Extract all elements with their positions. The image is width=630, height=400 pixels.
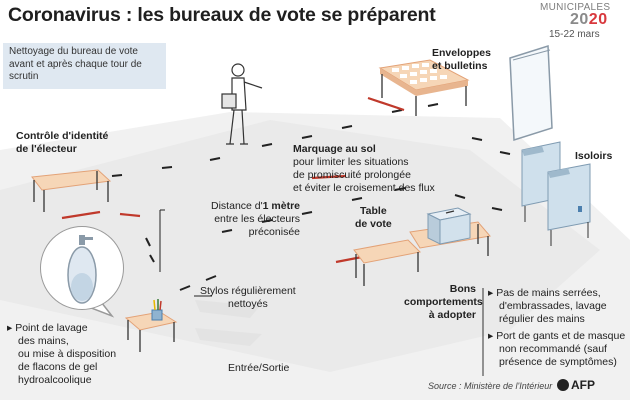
booths-label: Isoloirs — [575, 150, 613, 162]
behaviour-item: ▸ Port de gants et de masque non recomma… — [488, 330, 628, 369]
behaviour-item: ▸ Pas de mains serrées, d'embrassades, l… — [488, 287, 628, 326]
pens-label: Stylos régulièrement nettoyés — [200, 285, 296, 311]
election-dates: 15-22 mars — [549, 29, 600, 40]
hand-gel-bottle-icon — [67, 235, 97, 304]
hand-wash-line-5: hydroalcoolique — [18, 374, 92, 386]
agency-logo: AFP — [557, 378, 595, 392]
envelope-table — [378, 59, 470, 116]
identity-table — [31, 169, 112, 212]
ballot-box — [426, 207, 472, 245]
hand-wash-line-1-text: Point de lavage — [15, 322, 88, 334]
behaviour-item-1-line-3: régulier des mains — [499, 313, 585, 325]
envelopes-line-2: et bulletins — [432, 60, 488, 72]
badge-year-a: 20 — [570, 11, 589, 28]
red-markings — [61, 96, 405, 264]
booth-front — [547, 163, 591, 246]
behaviour-item-1-line-1: Pas de mains serrées, — [496, 287, 601, 299]
vote-table-line-2: de vote — [355, 218, 392, 230]
behaviours-heading: Bons comportements à adopter — [404, 283, 483, 322]
behaviour-item-2-line-1: Port de gants et de masque — [496, 330, 626, 342]
behaviour-item-1-line-2: d'embrassades, lavage — [499, 300, 607, 312]
identity-control-line-1: Contrôle d'identité — [16, 130, 109, 142]
floor-inner — [0, 120, 600, 372]
floor-marking-line-1: pour limiter les situations — [293, 156, 409, 168]
behaviours-heading-line-3: à adopter — [428, 309, 476, 321]
floor-marking-label: Marquage au sol pour limiter les situati… — [293, 143, 435, 195]
hand-wash-label: ▸ Point de lavage des mains, ou mise à d… — [7, 322, 116, 387]
behaviours-heading-line-2: comportements — [404, 296, 483, 308]
envelopes-line-1: Enveloppes — [432, 47, 491, 59]
source-credit: Source : Ministère de l'Intérieur — [428, 381, 553, 391]
entrance-arrow — [195, 300, 260, 318]
distance-line-1: Distance d'1 mètre — [168, 200, 300, 213]
distance-prefix: Distance d' — [211, 200, 263, 212]
voter-figure — [221, 63, 263, 145]
municipales-badge-word: MUNICIPALES — [540, 2, 611, 13]
hand-wash-line-4: de flacons de gel — [18, 361, 98, 373]
envelopes-label: Enveloppes et bulletins — [432, 47, 491, 73]
distance-value: 1 mètre — [262, 200, 300, 212]
cleaning-info-text: Nettoyage du bureau de vote avant et apr… — [9, 46, 142, 82]
exit-arrow — [195, 328, 262, 346]
pens-line-2: nettoyés — [228, 298, 268, 310]
hand-wash-line-3: ou mise à disposition — [18, 348, 117, 360]
entrance-exit-label: Entrée/Sortie — [228, 362, 290, 374]
cleaning-info-box: Nettoyage du bureau de vote avant et apr… — [3, 43, 166, 89]
distance-label: Distance d'1 mètre entre les électeurs p… — [168, 200, 300, 239]
hand-wash-line-2: des mains, — [18, 335, 69, 347]
behaviours-divider — [482, 288, 484, 376]
identity-control-label: Contrôle d'identité de l'électeur — [16, 130, 108, 156]
floor-marking-line-2: de promiscuité prolongée — [293, 169, 411, 181]
distance-line-3: préconisée — [248, 226, 300, 238]
pens-line-1: Stylos régulièrement — [200, 285, 296, 297]
window — [509, 44, 553, 142]
vote-table-line-1: Table — [360, 205, 387, 217]
hand-gel-bubble — [40, 226, 124, 310]
distance-line-2: entre les électeurs — [214, 213, 300, 225]
vote-table-label: Table de vote — [355, 205, 392, 231]
behaviours-list: ▸ Pas de mains serrées, d'embrassades, l… — [488, 287, 628, 369]
pens-table — [124, 299, 178, 352]
floor-marking-line-3: et éviter le croisement des flux — [293, 182, 435, 194]
agency-name: AFP — [571, 378, 595, 392]
badge-year-b: 20 — [588, 11, 608, 28]
behaviour-item-2-line-3: présence de symptômes) — [499, 356, 617, 368]
floor-marking-heading: Marquage au sol — [293, 143, 376, 155]
hand-wash-line-1: ▸ Point de lavage — [7, 322, 88, 334]
behaviours-heading-line-1: Bons — [449, 283, 476, 295]
municipales-badge-year: 2020 — [570, 11, 608, 29]
floor-dashes — [62, 103, 511, 291]
leader-lines — [159, 209, 212, 297]
page-title: Coronavirus : les bureaux de vote se pré… — [8, 4, 436, 26]
identity-control-line-2: de l'électeur — [16, 143, 77, 155]
behaviour-item-2-line-2: non recommandé (sauf — [499, 343, 607, 355]
afp-logo-icon — [557, 379, 569, 391]
